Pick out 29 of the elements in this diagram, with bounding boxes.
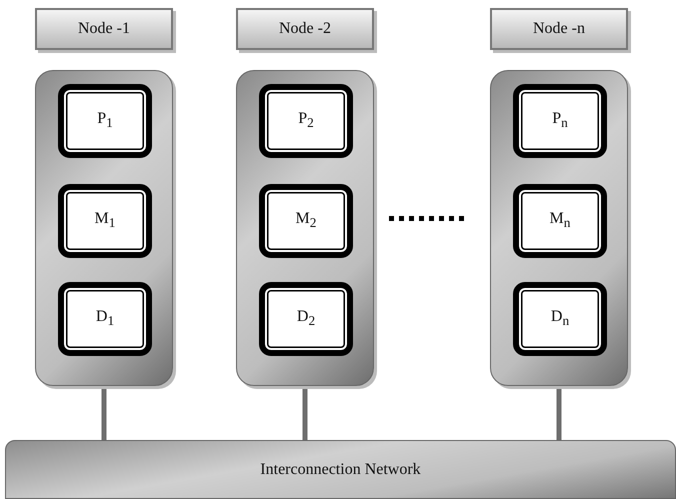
- component-label: M$_{2}$: [296, 210, 316, 232]
- header-box: [236, 8, 374, 50]
- node-title: Node -n: [533, 20, 585, 38]
- connector-line: [302, 386, 308, 440]
- component-label: D$_{1}$: [96, 308, 114, 330]
- connector-line: [102, 386, 106, 440]
- processor-box: [58, 84, 152, 158]
- network-bar: [5, 440, 676, 499]
- component-label: D$_{2}$: [296, 308, 316, 330]
- connector-line: [556, 386, 562, 440]
- node-title: Node -1: [78, 20, 130, 38]
- component-label: P$_{1}$: [97, 110, 113, 132]
- node-panel: [35, 70, 173, 386]
- header-box: [490, 8, 628, 50]
- node-panel: [490, 70, 628, 386]
- memory-box: [58, 184, 152, 258]
- memory-box: [259, 184, 353, 258]
- node-title: Node -2: [279, 20, 331, 38]
- processor-box: [513, 84, 607, 158]
- component-label: P$_{n}$: [552, 110, 568, 132]
- header-box: [35, 8, 173, 50]
- component-label: M$_{1}$: [94, 210, 116, 232]
- node-panel: [236, 70, 374, 386]
- memory-box: [513, 184, 607, 258]
- processor-box: [259, 84, 353, 158]
- component-label: M$_{n}$: [550, 210, 570, 232]
- component-label: P$_{2}$: [298, 110, 314, 132]
- network-label: Interconnection Network: [260, 460, 421, 478]
- component-label: D$_{n}$: [550, 308, 570, 330]
